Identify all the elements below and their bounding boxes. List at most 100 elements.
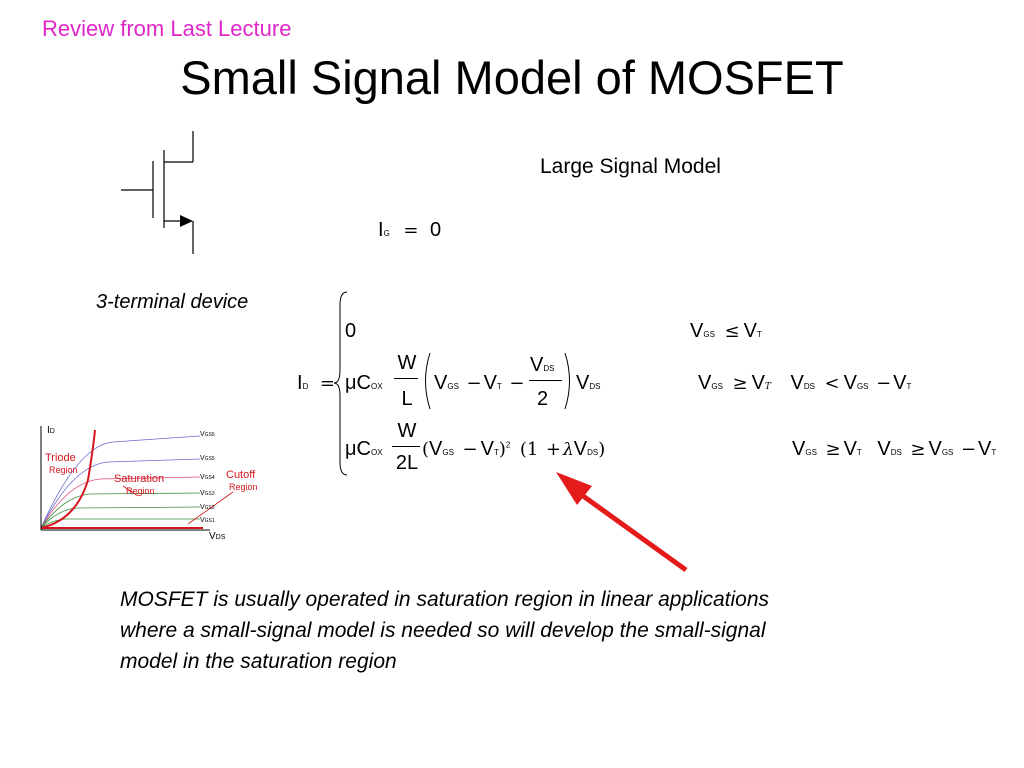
c2c-c-sub: DS — [803, 382, 815, 391]
cl6-sub: GS6 — [204, 432, 215, 438]
c3c-op1: ≥ — [825, 439, 841, 460]
c2-den: L — [401, 388, 413, 410]
c2-v1: V — [434, 372, 448, 394]
cl1-sub: GS1 — [204, 518, 215, 524]
c1-op: ≤ — [724, 321, 740, 342]
c3-v2-sub: T — [493, 448, 499, 457]
iv-x-sub: DS — [215, 534, 226, 541]
c2-frac-line — [394, 378, 418, 379]
c3-v3: V — [573, 438, 588, 460]
c2-num: W — [397, 352, 417, 374]
c3c-op2: ≥ — [910, 439, 926, 460]
c3c-b: V — [843, 438, 857, 460]
case2-mu: μCOX — [345, 372, 383, 395]
c3-v1-sub: GS — [442, 448, 454, 457]
iv-characteristic-plot — [40, 426, 234, 531]
c2-minus1: − — [466, 373, 482, 394]
slide-title: Small Signal Model of MOSFET — [180, 51, 844, 104]
c3-v1: V — [429, 438, 443, 460]
c3-paren-open: ( — [422, 439, 430, 460]
cutoff-region-label: Region — [229, 482, 258, 492]
c3c-a-sub: GS — [805, 448, 817, 457]
ig-var: I — [378, 219, 384, 241]
c1-vt: V — [743, 320, 757, 342]
ig-equals: = — [403, 220, 419, 241]
c3c-e: V — [978, 438, 992, 460]
ig-equation: IG = 0 — [378, 219, 441, 242]
c1-vt-sub: T — [756, 330, 762, 339]
c2c-e-sub: T — [906, 382, 912, 391]
c2-inner: VGS −VT − — [434, 372, 526, 395]
c3-exp: 2 — [505, 440, 511, 450]
iv-y-label: ID — [47, 425, 55, 436]
c2c-op1: ≥ — [732, 373, 748, 394]
c2c-d-sub: GS — [856, 382, 869, 391]
c2-mu: μC — [345, 372, 371, 394]
c3c-b-sub: T — [856, 448, 862, 457]
cl4-sub: GS4 — [204, 475, 215, 481]
c3c-a: V — [792, 438, 806, 460]
c3c-c: V — [877, 438, 891, 460]
caption-line-2: where a small-signal model is needed so … — [120, 619, 766, 642]
cl1-v: V — [200, 517, 205, 524]
cl4-v: V — [200, 474, 205, 481]
iv-curve-gs3 — [40, 492, 201, 529]
c1-v-sub: GS — [703, 330, 715, 339]
curve-label-gs4: VGS4 — [200, 474, 215, 481]
cutoff-pointer — [187, 491, 234, 525]
c3c-minus: − — [960, 439, 977, 460]
c2c-d: V — [843, 372, 857, 394]
cl6-v: V — [200, 431, 205, 438]
iv-x-var: V — [209, 531, 216, 542]
c2-v3-sub: DS — [589, 382, 601, 391]
id-sub: D — [302, 382, 309, 391]
c3-paren2-close: ) — [598, 439, 606, 460]
c2-fnum-sub: DS — [543, 364, 555, 373]
curve-label-gs1: VGS1 — [200, 517, 215, 524]
c3-frac-line — [392, 446, 420, 447]
c2c-a: V — [698, 372, 712, 394]
curve-label-gs6: VGS6 — [200, 431, 215, 438]
caption-line-3: model in the saturation region — [120, 650, 397, 673]
c3-lambda: λ — [563, 440, 574, 460]
saturation-pointer — [122, 485, 139, 497]
mosfet-symbol-icon — [121, 131, 194, 254]
id-var: I — [297, 372, 303, 394]
large-signal-model-label: Large Signal Model — [540, 155, 721, 178]
three-terminal-label: 3-terminal device — [96, 291, 249, 313]
c2c-b: V — [751, 372, 765, 394]
c3-v2: V — [480, 438, 494, 460]
c3-paren-close: ) — [498, 439, 506, 460]
iv-curve-gs1 — [40, 518, 200, 529]
c2-frac2-den: 2 — [537, 388, 549, 410]
c2c-b-sub: T — [764, 382, 771, 392]
cl2-sub: GS2 — [204, 505, 215, 511]
iv-y-sub: D — [49, 428, 55, 435]
c2-v3: V — [576, 372, 590, 394]
cutoff-label: Cutoff — [226, 469, 256, 481]
iv-curve-gs5 — [40, 458, 201, 529]
saturation-label: Saturation — [114, 473, 165, 485]
c3c-d-sub: GS — [941, 448, 954, 457]
c2c-a-sub: GS — [711, 382, 723, 391]
case1-condition: VGS ≤VT — [690, 320, 762, 343]
c3-minus: − — [462, 439, 478, 460]
triode-label: Triode — [45, 452, 76, 464]
id-lhs: ID = — [297, 372, 335, 395]
c3-inner: (VGS −VT)2 (1 +λVDS) — [422, 438, 605, 461]
saturation-region-label: Region — [126, 486, 155, 496]
cl2-v: V — [200, 504, 205, 511]
c3-mu: μC — [345, 438, 371, 460]
iv-x-label: VDS — [209, 531, 225, 542]
c2-paren-right — [564, 352, 570, 410]
c3-mu-sub: OX — [370, 448, 383, 457]
c3-paren2-open: ( — [519, 439, 527, 460]
c2c-op2: < — [824, 373, 840, 394]
c3c-c-sub: DS — [890, 448, 902, 457]
curve-label-gs2: VGS2 — [200, 504, 215, 511]
c2-v2: V — [483, 372, 497, 394]
c3-v3-sub: DS — [587, 448, 599, 457]
ig-sub: G — [383, 229, 390, 238]
c2-minus2: − — [509, 373, 525, 394]
c2-mu-sub: OX — [370, 382, 383, 391]
